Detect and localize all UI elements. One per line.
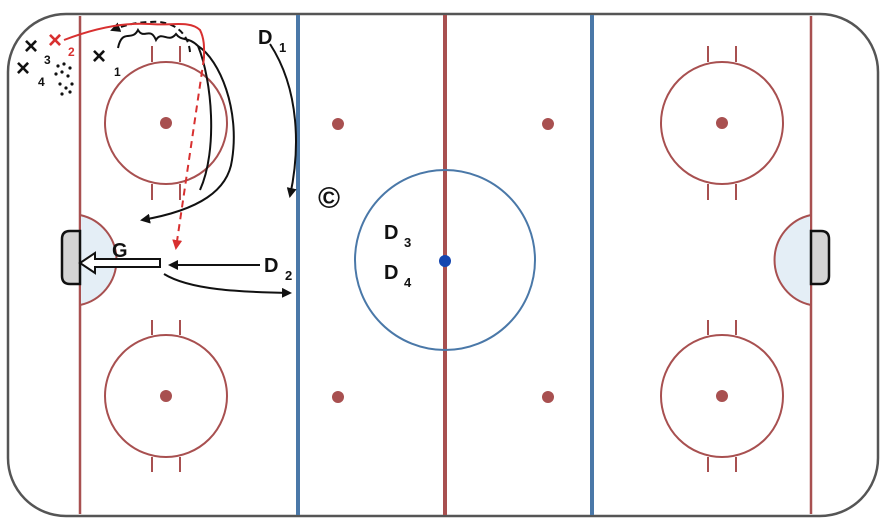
neutral-dot — [332, 118, 344, 130]
defender-d4-sub: 4 — [404, 275, 412, 290]
neutral-dot — [542, 118, 554, 130]
faceoff-dot — [160, 117, 172, 129]
player-x3-number: 3 — [44, 53, 51, 67]
center-faceoff-circle — [354, 169, 536, 351]
puck-pile — [54, 62, 74, 96]
defender-d4-letter: D — [384, 262, 398, 284]
right-goal-net — [809, 229, 831, 286]
skate-path-d1 — [269, 43, 297, 198]
skate-path-x1-loop — [197, 45, 213, 191]
player-x3-mark: × — [24, 33, 38, 60]
faceoff-dot — [716, 117, 728, 129]
pass-path-x2-red-dashed — [172, 57, 205, 250]
left-top-faceoff-circle — [104, 46, 228, 200]
right-bottom-faceoff-circle — [660, 320, 784, 472]
skate-path-x1-curve — [140, 45, 235, 224]
skate-path-x2-red — [63, 22, 206, 59]
skate-path-x1-wavy — [117, 27, 199, 49]
pass-path-top-dashed — [110, 20, 191, 53]
defender-d3-sub: 3 — [404, 235, 411, 250]
defender-d2-sub: 2 — [285, 268, 292, 283]
coach-symbol: © — [318, 182, 340, 215]
neutral-dot — [332, 391, 344, 403]
shot-arrow — [78, 251, 161, 275]
neutral-dot — [542, 391, 554, 403]
left-goal-net — [60, 229, 82, 286]
left-bottom-faceoff-circle — [104, 320, 228, 472]
skate-path-d2 — [163, 273, 292, 298]
faceoff-dot — [716, 390, 728, 402]
player-x1-number: 1 — [114, 65, 121, 79]
player-x2-number: 2 — [68, 45, 75, 59]
right-goal-crease — [773, 213, 812, 307]
player-x4-number: 4 — [38, 75, 45, 89]
defender-d1-letter: D — [258, 27, 272, 49]
player-x2-mark: × — [48, 27, 62, 54]
player-x4-mark: × — [16, 55, 30, 82]
defender-d2-letter: D — [264, 255, 278, 277]
faceoff-dot — [160, 390, 172, 402]
defender-d3-letter: D — [384, 222, 398, 244]
center-faceoff-dot — [439, 255, 451, 267]
goalie-label: G — [112, 240, 128, 262]
defender-d1-sub: 1 — [279, 40, 286, 55]
player-x1-mark: × — [92, 43, 106, 70]
right-top-faceoff-circle — [660, 46, 784, 200]
